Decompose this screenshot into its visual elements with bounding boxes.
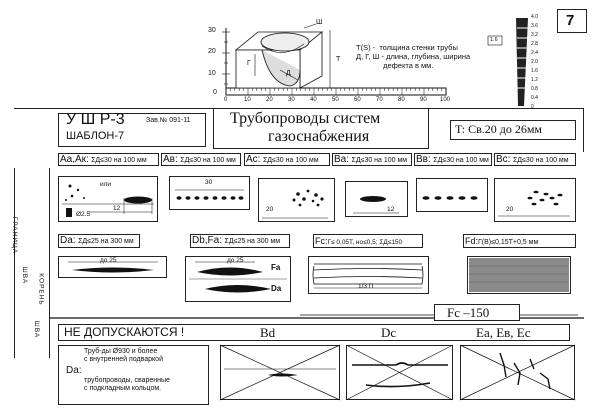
crossed-e-graphic	[459, 344, 576, 401]
defect-rule: ΣД≤30 на 100 мм	[512, 157, 569, 164]
defect-label-ba	[332, 153, 412, 166]
defect-label-fd	[463, 234, 576, 248]
defect-code: Bв:	[416, 154, 431, 165]
crossed-bd-graphic	[219, 344, 341, 401]
sketch-da-graphic	[68, 261, 158, 273]
col-header-e: Ea, Eв, Ec	[476, 325, 531, 340]
sketch-dim-do25b: до 25	[227, 257, 244, 264]
sketch-ba	[345, 181, 408, 217]
defect-code: Fd:	[465, 236, 479, 246]
defect-label-bv	[414, 153, 492, 166]
sketch-one-third: 1/3 П	[358, 283, 374, 290]
defect-code: Bc:	[496, 154, 511, 165]
sketch-dim-12b: 12	[387, 206, 395, 213]
defect-rule: ΣД≤30 на 100 мм	[180, 157, 236, 164]
sketch-da	[58, 256, 167, 278]
defect-rule: ΣД≤30 на 100 мм	[351, 157, 408, 164]
defect-rule: ΣД≤30 на 100 мм	[433, 157, 489, 164]
sketch-bv-graphic	[422, 196, 478, 200]
sketch-or-label: или	[100, 181, 112, 188]
sketch-bv	[416, 178, 488, 212]
defect-label-ac	[244, 153, 330, 166]
page-number-box	[557, 9, 587, 33]
dim-thickness-label: Т	[336, 56, 341, 63]
template-id-box	[58, 113, 206, 147]
side-frame	[14, 168, 50, 358]
col-header-bd: Bd	[260, 325, 276, 340]
sketch-dim-20b: 20	[506, 206, 514, 213]
sketch-dim-diameter: Ø2.5	[76, 211, 91, 218]
defect-rule: ΣД≤30 на 100 мм	[91, 157, 147, 164]
sketch-fa-label: Fa	[271, 263, 281, 272]
not-allowed-title: НЕ ДОПУСКАЮТСЯ !	[64, 325, 185, 339]
sketch-aa-graphic	[62, 184, 154, 217]
page-number: 7	[566, 12, 575, 29]
sketch-dim-12: 12	[113, 205, 121, 212]
dim-length-label: Д	[286, 70, 291, 77]
sketch-av-graphic	[175, 189, 244, 200]
defect-label-db	[190, 234, 290, 248]
template-code: У Ш Р-3	[66, 111, 125, 128]
y-tick: 0	[213, 89, 217, 96]
thickness-box	[450, 120, 576, 140]
sketch-ba-graphic	[353, 196, 399, 214]
sketch-fc-graphic	[312, 263, 424, 289]
defect-label-da	[58, 234, 140, 248]
y-tick: 10	[208, 70, 216, 77]
dimension-legend: T(S) - толщина стенки трубы Д, Г, Ш - дл…	[356, 43, 471, 70]
defect-code: Aa,Ак:	[60, 154, 89, 165]
col-header-dc: Dc	[381, 325, 397, 340]
title-box	[213, 108, 429, 149]
defect-code: Db,Fa:	[192, 235, 223, 246]
defect-code: Ba:	[334, 154, 350, 165]
sketch-bc	[494, 178, 576, 222]
y-tick: 20	[208, 48, 216, 55]
sketch-dim-20: 20	[266, 206, 274, 213]
defect-code: Fc:	[315, 236, 328, 246]
defect-rule: Г≤ 0,05T, но≤0,5; ΣД≤150	[327, 239, 403, 246]
sketch-bc-graphic	[498, 190, 570, 217]
serial-number: Зав.№ 091-11	[146, 117, 191, 124]
sketch-fc	[308, 256, 429, 294]
defect-label-fc	[313, 234, 423, 248]
defect-code: Ac:	[246, 154, 261, 165]
defect-label-bc	[494, 153, 576, 166]
sketch-ac-graphic	[262, 189, 328, 219]
dim-width-label: Ш	[316, 19, 323, 26]
defect-rule: ΣД≤25 на 300 мм	[224, 238, 281, 245]
defect-rule: Г(В)≤0,15T+0,5 мм	[478, 239, 539, 246]
not-allowed-da-label: Da:	[66, 365, 82, 376]
sketch-dim-do25: до 25	[100, 257, 117, 264]
sketch-db-graphic	[189, 261, 287, 293]
ruler-graphic	[222, 18, 528, 106]
defect-rule: ΣД≤25 на 300 мм	[78, 238, 134, 245]
defect-code: Aв:	[163, 154, 178, 165]
note-inner-repair: Труб-ды Ø930 и более с внутренней подвар…	[84, 348, 163, 363]
dim-depth-label: Г	[247, 60, 251, 67]
not-allowed-da-box	[58, 345, 209, 405]
not-allowed-title-box	[58, 324, 570, 341]
template-name: ШАБЛОН-7	[66, 130, 125, 142]
note-backing-ring: трубопроводы, сваренные с подкладным кол…	[84, 377, 170, 392]
title-line-2: газоснабжения	[268, 128, 370, 145]
defect-label-aa	[58, 153, 159, 166]
defect-label-av	[161, 153, 241, 166]
title-line-1: Трубопроводы систем	[230, 110, 381, 127]
gauge-label: 1.6	[490, 37, 498, 43]
sketch-fd-graphic	[469, 258, 569, 292]
fc-label-box	[434, 304, 520, 321]
sketch-da-label: Da	[271, 284, 282, 293]
fc-label: Fc –150	[447, 305, 490, 320]
defect-code: Da:	[60, 235, 76, 246]
defect-rule: ΣД≤30 на 100 мм	[262, 157, 319, 164]
defect-diagram: 30 20 10 0 0	[0, 0, 595, 110]
thickness-range: T: Св.20 до 26мм	[455, 122, 543, 136]
y-tick: 30	[208, 27, 216, 34]
crossed-dc-graphic	[345, 344, 454, 401]
sketch-dim-30: 30	[205, 179, 213, 186]
sketch-av	[169, 176, 250, 210]
